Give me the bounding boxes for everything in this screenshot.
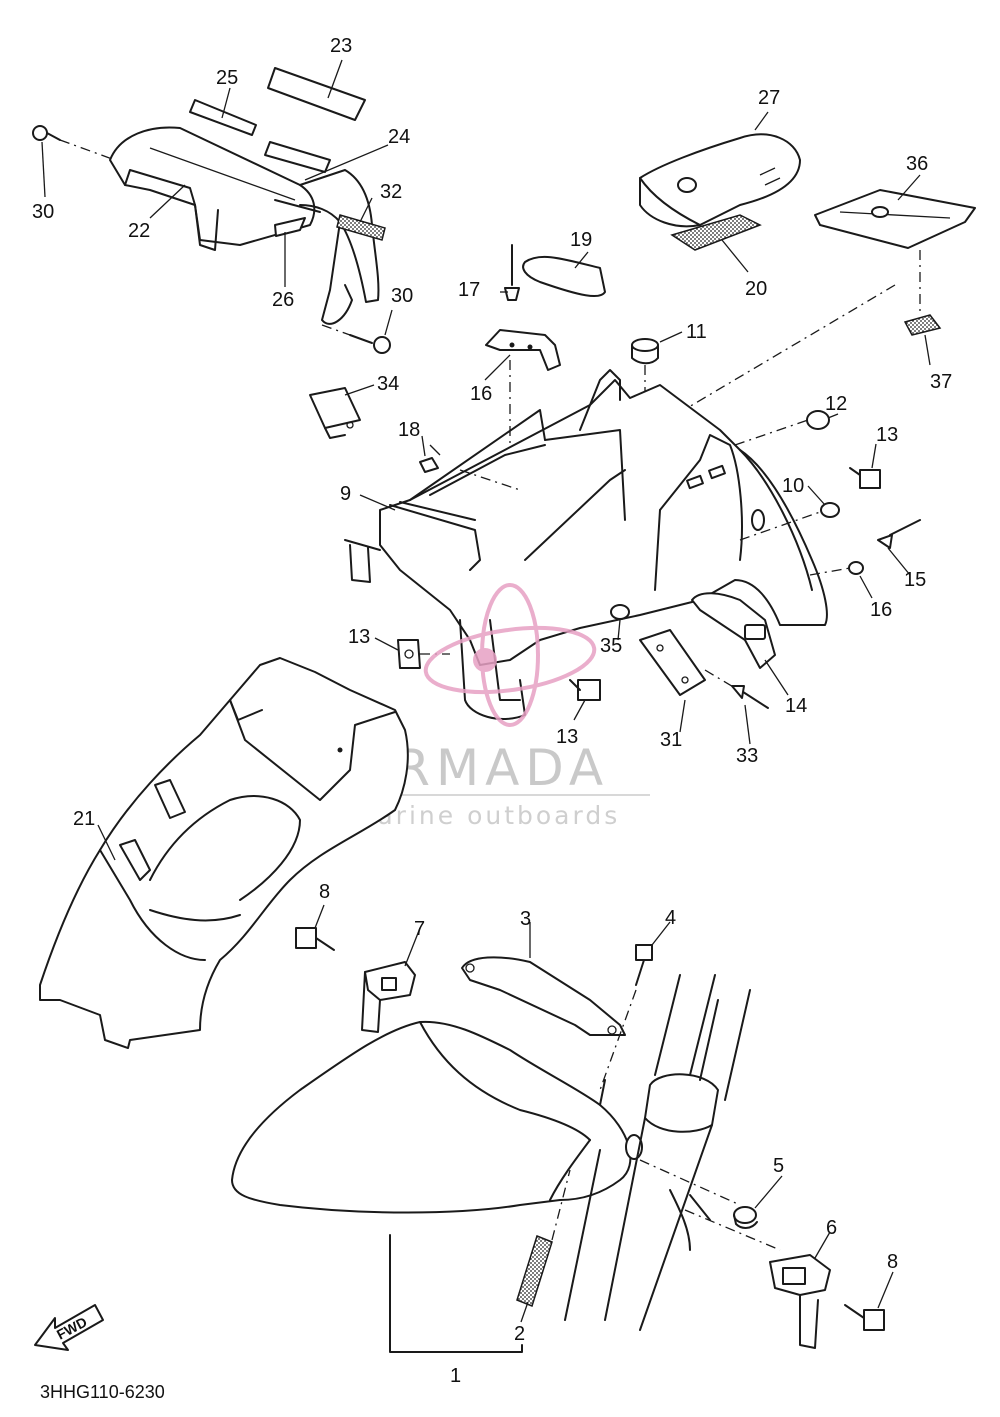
pad-part-22 [670, 214, 762, 251]
part-1-bracket [389, 1234, 523, 1353]
front-fork [564, 974, 751, 1331]
bolt-part-8-b [844, 1304, 885, 1331]
cap-part-5 [733, 1206, 758, 1229]
strip-part-25 [267, 67, 366, 121]
callout-16: 15 [904, 569, 926, 591]
callout-28: 26 [272, 289, 294, 311]
screw-part-34 [704, 669, 769, 709]
callout-30-b: 30 [391, 285, 413, 307]
callout-31: 32 [380, 181, 402, 203]
strap-part-21 [522, 255, 606, 298]
callout-7: 7 [414, 918, 425, 940]
callout-6: 6 [826, 1217, 837, 1239]
callout-24: 22 [128, 220, 150, 242]
grommet-part-12 [734, 410, 830, 446]
callout-33: 34 [377, 373, 399, 395]
callout-34: 33 [736, 745, 758, 767]
callout-5: 5 [773, 1155, 784, 1177]
callout-36: 36 [906, 153, 928, 175]
bracket-part-6 [769, 1254, 831, 1349]
nut-part-20 [419, 444, 441, 473]
callout-15: 14 [785, 695, 807, 717]
callout-32: 31 [660, 729, 682, 751]
washer-part-17 [809, 561, 864, 576]
callout-2: 2 [514, 1323, 525, 1345]
grommet-part-11 [631, 338, 659, 365]
callout-10: 10 [782, 475, 804, 497]
callout-18: 16 [470, 383, 492, 405]
callout-30-a: 30 [32, 201, 54, 223]
tail-cowl-part-24 [109, 126, 380, 325]
pad-part-37 [903, 314, 942, 336]
clip-part-14 [397, 639, 450, 669]
callout-26: 24 [388, 126, 410, 148]
seat-cowl-part-29 [639, 133, 801, 228]
bolt-part-30-a [32, 125, 116, 161]
callout-21: 19 [570, 229, 592, 251]
bolt-part-13-a [849, 467, 881, 489]
plate-part-32 [639, 629, 706, 696]
bolt-part-4 [599, 944, 653, 1091]
callout-8-a: 8 [319, 881, 330, 903]
callout-13-b: 13 [556, 726, 578, 748]
callout-14: 13 [348, 626, 370, 648]
callout-1: 1 [450, 1365, 461, 1387]
callout-27: 25 [216, 67, 238, 89]
strip-part-26 [264, 141, 331, 173]
callout-22: 20 [745, 278, 767, 300]
bolt-part-30-b [321, 324, 391, 354]
plate-part-28 [274, 217, 306, 237]
callout-3: 3 [520, 908, 531, 930]
bracket-part-33 [309, 387, 361, 439]
reflector-part-2 [516, 1235, 553, 1307]
cover-part-36 [814, 189, 976, 249]
strip-part-27 [189, 99, 257, 136]
callout-19: 17 [458, 279, 480, 301]
bolt-part-8-a [295, 927, 335, 951]
cover-plate-part-3 [461, 956, 626, 1036]
watermark-logo [423, 583, 597, 727]
callout-20: 18 [398, 419, 420, 441]
bracket-part-7 [361, 961, 416, 1033]
bracket-part-18 [485, 329, 561, 371]
callout-11: 11 [686, 321, 707, 343]
callout-17: 16 [870, 599, 892, 621]
mud-flap-part-15 [691, 592, 776, 669]
callout-12: 12 [825, 393, 847, 415]
bolt-part-13-b [569, 679, 601, 701]
nut-part-10 [739, 502, 840, 541]
callout-25: 23 [330, 35, 352, 57]
callout-29: 27 [758, 87, 780, 109]
callout-13-a: 13 [876, 424, 898, 446]
rivet-part-19 [504, 244, 520, 301]
front-fender-part-1 [231, 1020, 643, 1214]
callout-8-b: 8 [887, 1251, 898, 1273]
callout-9: 9 [340, 483, 351, 505]
fwd-arrow-icon: FWD [34, 1304, 104, 1351]
pad-part-31 [336, 214, 386, 241]
callout-35: 35 [600, 635, 622, 657]
diagram-code: 3HHG110-6230 [40, 1382, 165, 1402]
screw-part-16 [877, 519, 921, 549]
nut-part-35 [610, 604, 630, 620]
leader-lines [41, 59, 931, 1323]
callout-labels: 23 25 24 30 22 32 26 30 27 36 20 19 17 1… [32, 35, 952, 1387]
callout-23: 21 [73, 808, 95, 830]
rear-fender-part-9 [344, 369, 828, 720]
inner-fender-part-23 [39, 657, 409, 1049]
callout-37: 37 [930, 371, 952, 393]
callout-4: 4 [665, 907, 676, 929]
